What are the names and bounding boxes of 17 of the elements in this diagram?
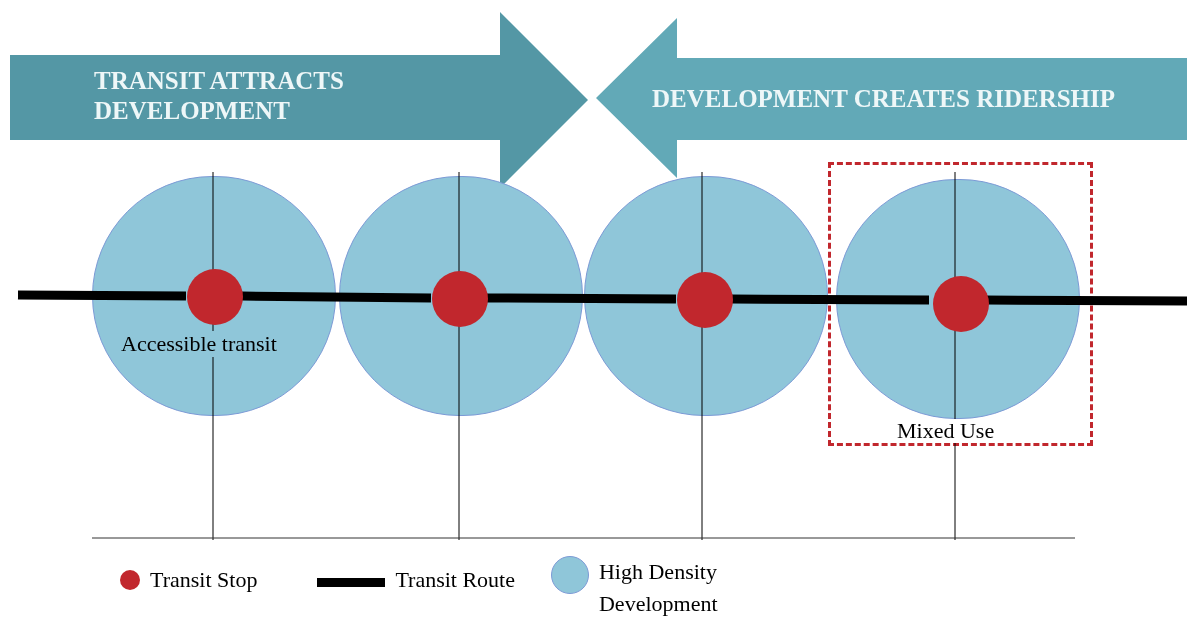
transit-stop (187, 269, 243, 325)
legend-label: Transit Stop (150, 566, 258, 594)
box-label: Mixed Use (895, 419, 997, 443)
transit-route-line (731, 294, 930, 305)
transit-stop (432, 271, 488, 327)
transit-route-line (486, 293, 677, 304)
banner-text: TRANSIT ATTRACTS DEVELOPMENT (94, 66, 345, 126)
transit-route-line (985, 295, 1187, 306)
transit-stop (933, 276, 989, 332)
legend-label: High Density Development (599, 558, 719, 618)
transit-route-line (17, 290, 187, 301)
banner-text: DEVELOPMENT CREATES RIDERSHIP (652, 84, 1116, 114)
dashed-highlight-box (828, 162, 1093, 446)
transit-route-line (241, 291, 432, 303)
transit-stop (677, 272, 733, 328)
legend-label: Transit Route (395, 566, 515, 594)
circle-label: Accessible transit (119, 331, 279, 357)
